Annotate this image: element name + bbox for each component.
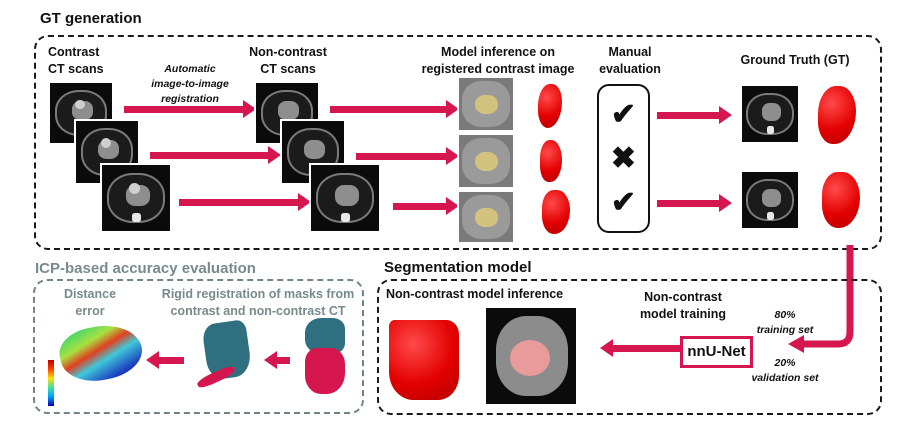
model-training-label-line1: Non-contrast — [644, 290, 722, 304]
distance-colorbar — [48, 360, 54, 406]
inferred-mask-3d-2 — [540, 140, 562, 182]
inference-label: Model inference on registered contrast i… — [418, 44, 578, 78]
ground-truth-label: Ground Truth (GT) — [740, 53, 850, 67]
check-icon: ✔ — [610, 186, 637, 219]
gt-generation-title: GT generation — [40, 10, 142, 27]
manual-label-line1: Manual — [608, 45, 652, 59]
inference-label-line2: registered contrast image — [421, 62, 575, 76]
registration-arrow-2 — [150, 146, 281, 164]
gt-generation-panel — [34, 35, 882, 250]
contrast-ct-scan-2 — [74, 119, 140, 185]
noncontrast-inference-label: Non-contrast model inference — [386, 287, 564, 301]
gt-ct-scan-1 — [740, 84, 800, 144]
nnunet-box: nnU-Net — [680, 336, 753, 368]
inference-image-1 — [457, 76, 515, 132]
registration-label-line2: image-to-image — [151, 78, 229, 90]
icp-evaluation-panel — [33, 279, 364, 414]
training-split-label: 80% training set — [740, 308, 830, 338]
distance-label-line1: Distance — [63, 287, 117, 301]
distance-error-label: Distance error — [50, 286, 130, 320]
inferred-mask-3d-3 — [542, 190, 570, 234]
manual-evaluation-box: ✔ ✖ ✔ — [597, 84, 650, 233]
rigid-label-line1: Rigid registration of masks from — [161, 287, 355, 301]
contrast-label: Contrast CT scans — [48, 44, 104, 78]
inference-label-line1: Model inference on — [441, 45, 555, 59]
inference-arrow-2 — [356, 147, 459, 165]
inference-output-arrow — [600, 339, 690, 357]
val-set-label: validation set — [751, 372, 819, 384]
inference-arrow-3 — [393, 197, 459, 215]
inference-image-2 — [457, 133, 515, 189]
check-icon: ✔ — [610, 98, 637, 131]
cross-icon: ✖ — [610, 142, 637, 175]
noncontrast-ct-scan-3 — [309, 163, 381, 233]
registration-label-line1: Automatic — [164, 63, 216, 75]
noncontrast-label: Non-contrast CT scans — [238, 44, 338, 78]
registration-label: Automatic image-to-image registration — [150, 62, 230, 107]
icp-evaluation-title: ICP-based accuracy evaluation — [35, 260, 256, 277]
gt-mask-3d-2 — [822, 172, 860, 228]
noncontrast-label-line1: Non-contrast — [249, 45, 327, 59]
registration-arrow-3 — [179, 193, 311, 211]
manual-evaluation-label: Manual evaluation — [595, 44, 665, 78]
rigid-registration-label: Rigid registration of masks from contras… — [158, 286, 358, 320]
model-training-label: Non-contrast model training — [629, 289, 737, 323]
gt-to-training-connector — [788, 245, 854, 353]
inference-arrow-1 — [330, 100, 459, 118]
registration-arrow-1 — [124, 100, 256, 118]
model-training-label-line2: model training — [639, 307, 727, 321]
accept-arrow-1 — [657, 106, 732, 124]
noncontrast-label-line2: CT scans — [260, 62, 316, 76]
segmentation-model-title: Segmentation model — [384, 259, 532, 276]
icp-arrow-1 — [146, 351, 184, 369]
icp-arrow-2 — [264, 351, 290, 369]
contrast-label-line2: CT scans — [48, 62, 104, 76]
validation-split-label: 20% validation set — [740, 356, 830, 386]
segmentation-model-panel — [377, 279, 882, 415]
rigid-label-line2: contrast and non-contrast CT — [170, 304, 346, 318]
inference-image-3 — [457, 190, 515, 244]
train-set-label: training set — [756, 324, 814, 336]
registration-label-line3: registration — [161, 93, 219, 105]
predicted-mask-3d — [389, 320, 459, 400]
train-percent: 80% — [774, 309, 796, 321]
gt-ct-scan-2 — [740, 170, 800, 230]
predicted-segmentation-image — [486, 308, 576, 404]
contrast-label-line1: Contrast — [48, 45, 100, 59]
val-percent: 20% — [774, 357, 796, 369]
contrast-mask-mesh — [305, 348, 345, 394]
accept-arrow-2 — [657, 194, 732, 212]
manual-label-line2: evaluation — [599, 62, 661, 76]
distance-label-line2: error — [75, 304, 105, 318]
contrast-ct-scan-3 — [100, 163, 172, 233]
